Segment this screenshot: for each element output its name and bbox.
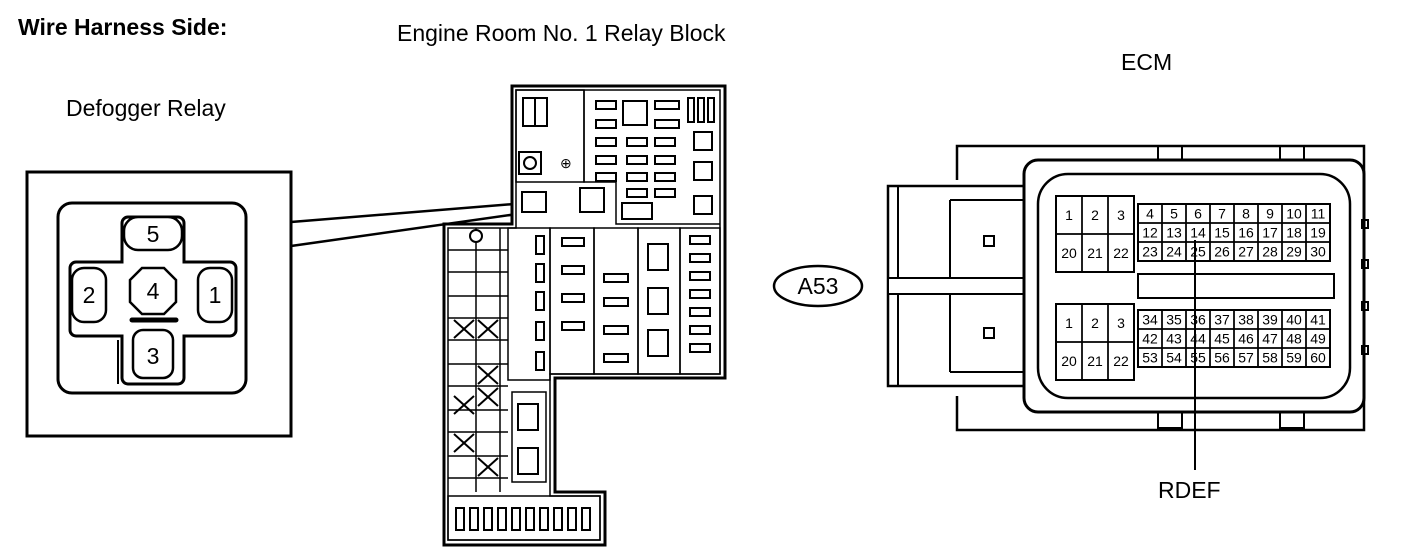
relay-pin-1: 1 bbox=[209, 282, 222, 308]
ecm-pin-57: 57 bbox=[1238, 350, 1254, 366]
ecm-pin-59: 59 bbox=[1286, 350, 1302, 366]
ecm-pin-39: 39 bbox=[1262, 312, 1278, 328]
ecm-pin-38: 38 bbox=[1238, 312, 1254, 328]
page-title: Wire Harness Side: bbox=[18, 14, 228, 40]
connector-code: A53 bbox=[798, 273, 839, 299]
ecm-pin-35: 35 bbox=[1166, 312, 1182, 328]
relay-pin-5: 5 bbox=[147, 221, 160, 247]
ecm-pin-53: 53 bbox=[1142, 350, 1158, 366]
connector-code-badge: A53 bbox=[772, 264, 864, 308]
ecm-pin-54: 54 bbox=[1166, 350, 1182, 366]
ecm-pin-12: 12 bbox=[1142, 225, 1158, 241]
ecm-pin-2: 2 bbox=[1091, 315, 1099, 331]
ecm-pin-21: 21 bbox=[1087, 353, 1103, 369]
ecm-pin-24: 24 bbox=[1166, 244, 1182, 260]
ecm-pin-6: 6 bbox=[1194, 206, 1202, 222]
ecm-pin-3: 3 bbox=[1117, 207, 1125, 223]
ecm-pin-16: 16 bbox=[1238, 225, 1254, 241]
ecm-pin-34: 34 bbox=[1142, 312, 1158, 328]
defogger-relay-title: Defogger Relay bbox=[66, 95, 226, 121]
ecm-pin-41: 41 bbox=[1310, 312, 1326, 328]
ecm-connector-housing bbox=[886, 144, 1369, 432]
ecm-pin-36: 36 bbox=[1190, 312, 1206, 328]
ecm-pin-10: 10 bbox=[1286, 206, 1302, 222]
ecm-pin-28: 28 bbox=[1262, 244, 1278, 260]
ecm-pin-cell bbox=[1107, 341, 1135, 381]
ecm-pin-48: 48 bbox=[1286, 331, 1302, 347]
relay-pin-4: 4 bbox=[147, 278, 160, 304]
ecm-pin-43: 43 bbox=[1166, 331, 1182, 347]
ecm-pin-5: 5 bbox=[1170, 206, 1178, 222]
ecm-pin-21: 21 bbox=[1087, 245, 1103, 261]
ecm-pin-22: 22 bbox=[1113, 353, 1129, 369]
ecm-pin-cell bbox=[1305, 241, 1331, 262]
svg-text:⊕: ⊕ bbox=[560, 155, 572, 171]
ecm-pin-17: 17 bbox=[1262, 225, 1278, 241]
ecm-pin-cell bbox=[1107, 233, 1135, 273]
ecm-pin-23: 23 bbox=[1142, 244, 1158, 260]
rdef-signal-label: RDEF bbox=[1158, 477, 1221, 503]
ecm-pin-56: 56 bbox=[1214, 350, 1230, 366]
ecm-pin-14: 14 bbox=[1190, 225, 1206, 241]
ecm-pin-20: 20 bbox=[1061, 353, 1077, 369]
relay-pin-2: 2 bbox=[83, 282, 96, 308]
ecm-pin-45: 45 bbox=[1214, 331, 1230, 347]
ecm-pin-13: 13 bbox=[1166, 225, 1182, 241]
ecm-pin-3: 3 bbox=[1117, 315, 1125, 331]
ecm-pin-30: 30 bbox=[1310, 244, 1326, 260]
ecm-pin-cell bbox=[1305, 347, 1331, 368]
ecm-pin-60: 60 bbox=[1310, 350, 1326, 366]
ecm-pin-9: 9 bbox=[1266, 206, 1274, 222]
ecm-pin-42: 42 bbox=[1142, 331, 1158, 347]
ecm-pin-47: 47 bbox=[1262, 331, 1278, 347]
ecm-pin-19: 19 bbox=[1310, 225, 1326, 241]
defogger-relay-connector: 5 2 4 1 3 bbox=[25, 170, 293, 438]
ecm-pin-8: 8 bbox=[1242, 206, 1250, 222]
ecm-pin-44: 44 bbox=[1190, 331, 1206, 347]
relay-block: ⊕ bbox=[442, 84, 727, 547]
ecm-pin-7: 7 bbox=[1218, 206, 1226, 222]
ecm-pin-58: 58 bbox=[1262, 350, 1278, 366]
ecm-pin-18: 18 bbox=[1286, 225, 1302, 241]
ecm-pin-55: 55 bbox=[1190, 350, 1206, 366]
ecm-pin-37: 37 bbox=[1214, 312, 1230, 328]
ecm-title: ECM bbox=[1121, 49, 1173, 75]
ecm-pin-11: 11 bbox=[1311, 206, 1326, 222]
ecm-pin-40: 40 bbox=[1286, 312, 1302, 328]
ecm-pin-22: 22 bbox=[1113, 245, 1129, 261]
ecm-pin-15: 15 bbox=[1214, 225, 1230, 241]
ecm-pin-1: 1 bbox=[1065, 207, 1073, 223]
ecm-pin-26: 26 bbox=[1214, 244, 1230, 260]
ecm-pin-25: 25 bbox=[1190, 244, 1206, 260]
ecm-pin-20: 20 bbox=[1061, 245, 1077, 261]
ecm-pin-29: 29 bbox=[1286, 244, 1302, 260]
ecm-pin-27: 27 bbox=[1238, 244, 1254, 260]
ecm-pin-49: 49 bbox=[1310, 331, 1326, 347]
ecm-pin-2: 2 bbox=[1091, 207, 1099, 223]
ecm-pin-46: 46 bbox=[1238, 331, 1254, 347]
ecm-pin-4: 4 bbox=[1146, 206, 1154, 222]
ecm-pin-1: 1 bbox=[1065, 315, 1073, 331]
relay-block-title: Engine Room No. 1 Relay Block bbox=[397, 20, 726, 46]
relay-pin-3: 3 bbox=[147, 343, 160, 369]
